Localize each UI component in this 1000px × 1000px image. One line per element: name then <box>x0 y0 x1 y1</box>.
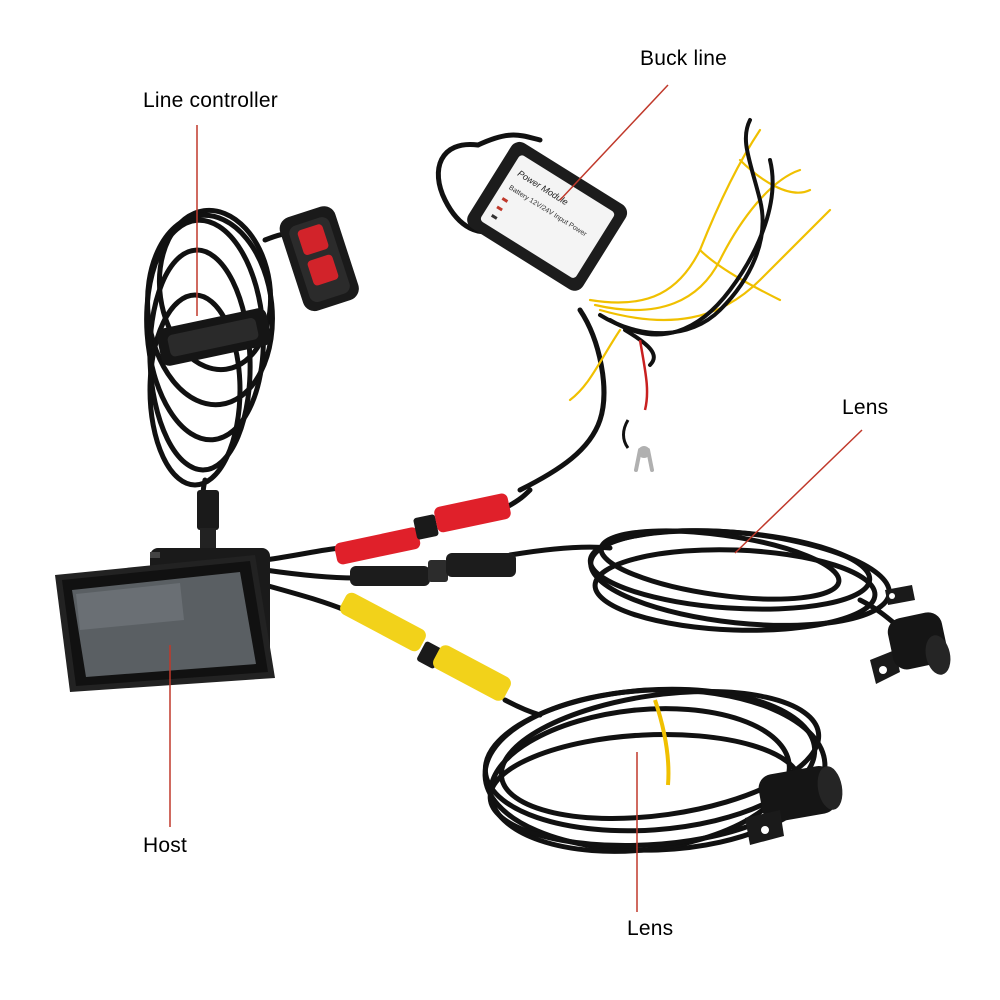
leader-buck-line <box>559 84 669 201</box>
yellow-connector <box>340 592 511 701</box>
leader-lens-rear <box>734 429 863 554</box>
rear-lens-camera <box>870 585 951 684</box>
label-host: Host <box>143 834 187 857</box>
rear-lens-cable-coil <box>587 528 903 633</box>
ground-terminal <box>622 419 654 472</box>
buck-line-module: Power Module Battery 12V/24V Input Power <box>467 141 628 291</box>
label-lens-rear: Lens <box>842 396 889 419</box>
front-lens-camera <box>745 765 843 845</box>
front-lens-cable-coil <box>482 686 828 854</box>
yellow-power-wires <box>568 128 832 402</box>
leader-lines <box>169 84 863 912</box>
front-lens-wrap-tie <box>653 699 671 786</box>
line-controller-remote <box>279 206 359 312</box>
velcro-strap <box>156 308 272 366</box>
black-connector <box>350 553 516 586</box>
controller-plug <box>197 490 219 550</box>
label-lens-front: Lens <box>627 917 674 940</box>
controller-button-bottom <box>307 254 339 286</box>
red-connector <box>334 493 511 565</box>
label-buck-line: Buck line <box>640 47 728 70</box>
black-power-wire-coil <box>598 118 775 367</box>
label-line-controller: Line controller <box>143 89 278 112</box>
controller-button-top <box>297 224 329 255</box>
host-unit <box>55 548 275 692</box>
red-power-wire <box>638 339 649 411</box>
